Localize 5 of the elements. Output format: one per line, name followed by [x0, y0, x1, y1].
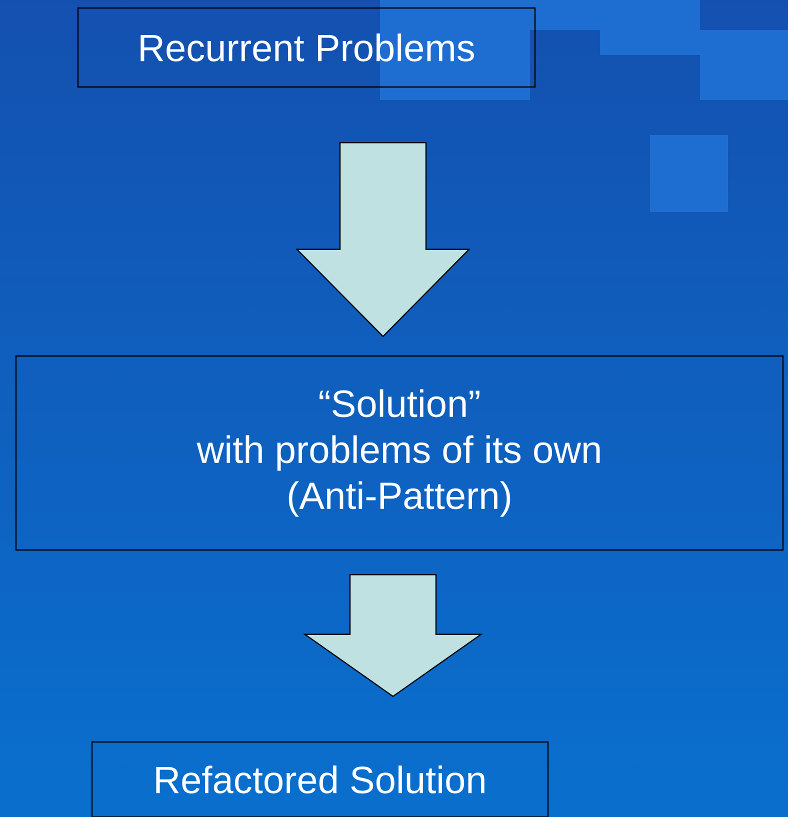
block-arrow	[303, 574, 483, 698]
block-arrow	[296, 142, 470, 338]
text-box: Recurrent Problems	[77, 7, 536, 88]
text-box: Refactored Solution	[91, 741, 549, 817]
text-box: “Solution” with problems of its own (Anti-Pattern)	[15, 355, 784, 551]
